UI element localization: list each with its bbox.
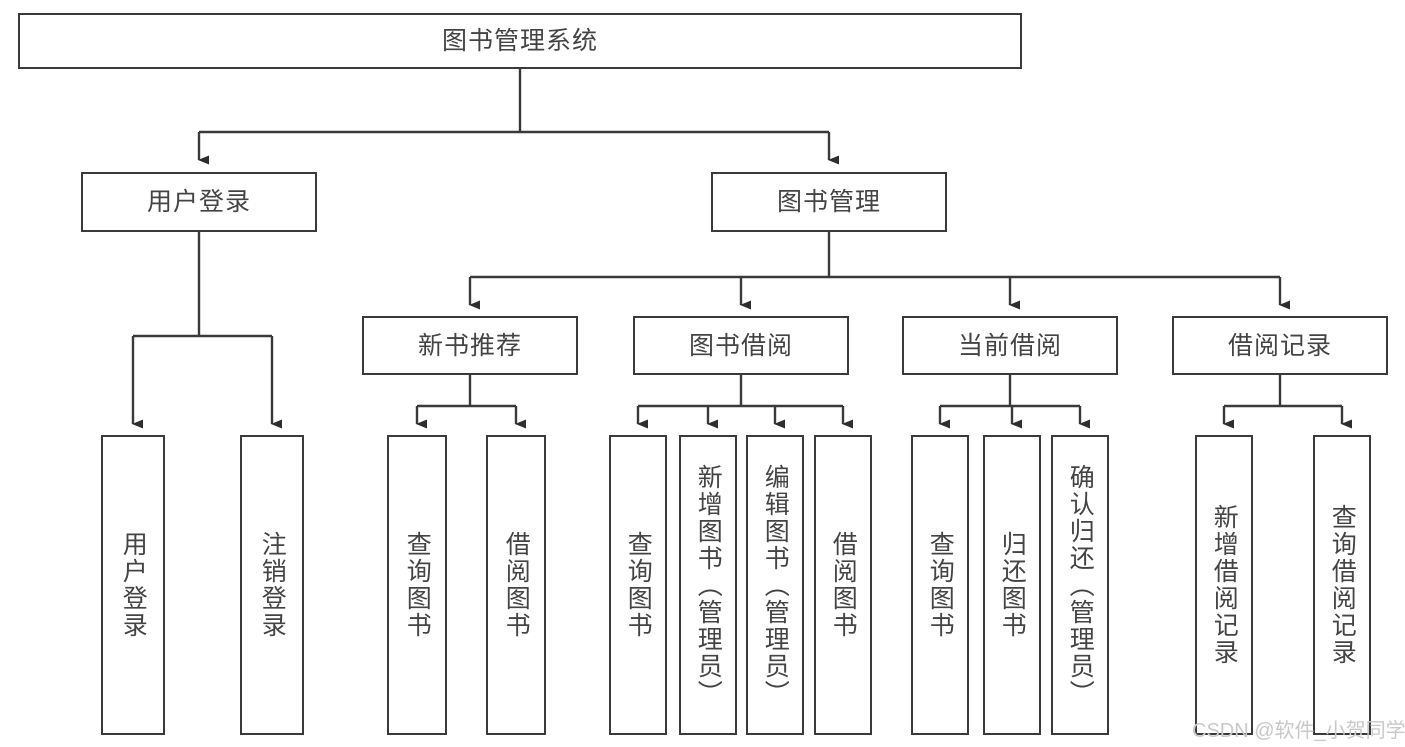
node-user-login[interactable]: 用户登录	[81, 172, 317, 232]
node-current-borrow[interactable]: 当前借阅	[902, 316, 1118, 375]
node-book-management[interactable]: 图书管理	[711, 172, 947, 232]
leaf-query-book-1[interactable]: 查询图书	[387, 435, 447, 735]
watermark: CSDN @软件_小贺同学	[1192, 720, 1405, 742]
node-book-management-label: 图书管理	[776, 188, 881, 216]
node-borrow-record-label: 借阅记录	[1227, 331, 1332, 360]
node-book-borrow-label: 图书借阅	[688, 331, 793, 360]
leaf-confirm-return[interactable]: 确认归还（管理员）	[1051, 435, 1109, 735]
leaf-query-book-3[interactable]: 查询图书	[911, 435, 969, 735]
leaf-borrow-book-1-label: 借阅图书	[502, 531, 531, 639]
node-current-borrow-label: 当前借阅	[957, 331, 1062, 360]
node-root[interactable]: 图书管理系统	[18, 13, 1022, 69]
leaf-query-book-1-label: 查询图书	[403, 531, 432, 639]
leaf-confirm-return-label: 确认归还（管理员）	[1066, 463, 1095, 707]
node-user-login-label: 用户登录	[146, 188, 251, 216]
leaf-return-book-label: 归还图书	[998, 531, 1027, 639]
leaf-borrow-book-2-label: 借阅图书	[829, 531, 858, 639]
node-new-book-recommend-label: 新书推荐	[417, 331, 522, 360]
leaf-logout[interactable]: 注销登录	[240, 435, 304, 735]
leaf-query-book-3-label: 查询图书	[926, 531, 955, 639]
leaf-query-record[interactable]: 查询借阅记录	[1313, 435, 1371, 735]
leaf-borrow-book-2[interactable]: 借阅图书	[814, 435, 872, 735]
leaf-return-book[interactable]: 归还图书	[983, 435, 1041, 735]
leaf-edit-book[interactable]: 编辑图书（管理员）	[746, 435, 804, 735]
leaf-add-book[interactable]: 新增图书（管理员）	[679, 435, 737, 735]
node-new-book-recommend[interactable]: 新书推荐	[362, 316, 578, 375]
leaf-user-login-label: 用户登录	[119, 531, 148, 639]
leaf-logout-label: 注销登录	[258, 531, 287, 639]
node-root-label: 图书管理系统	[441, 27, 598, 55]
leaf-query-book-2-label: 查询图书	[624, 531, 653, 639]
leaf-add-book-label: 新增图书（管理员）	[694, 463, 723, 707]
node-book-borrow[interactable]: 图书借阅	[633, 316, 849, 375]
leaf-user-login[interactable]: 用户登录	[101, 435, 165, 735]
leaf-edit-book-label: 编辑图书（管理员）	[761, 463, 790, 707]
node-borrow-record[interactable]: 借阅记录	[1172, 316, 1388, 375]
leaf-add-record[interactable]: 新增借阅记录	[1195, 435, 1253, 735]
leaf-borrow-book-1[interactable]: 借阅图书	[486, 435, 546, 735]
leaf-add-record-label: 新增借阅记录	[1210, 504, 1239, 666]
leaf-query-book-2[interactable]: 查询图书	[609, 435, 667, 735]
leaf-query-record-label: 查询借阅记录	[1328, 504, 1357, 666]
